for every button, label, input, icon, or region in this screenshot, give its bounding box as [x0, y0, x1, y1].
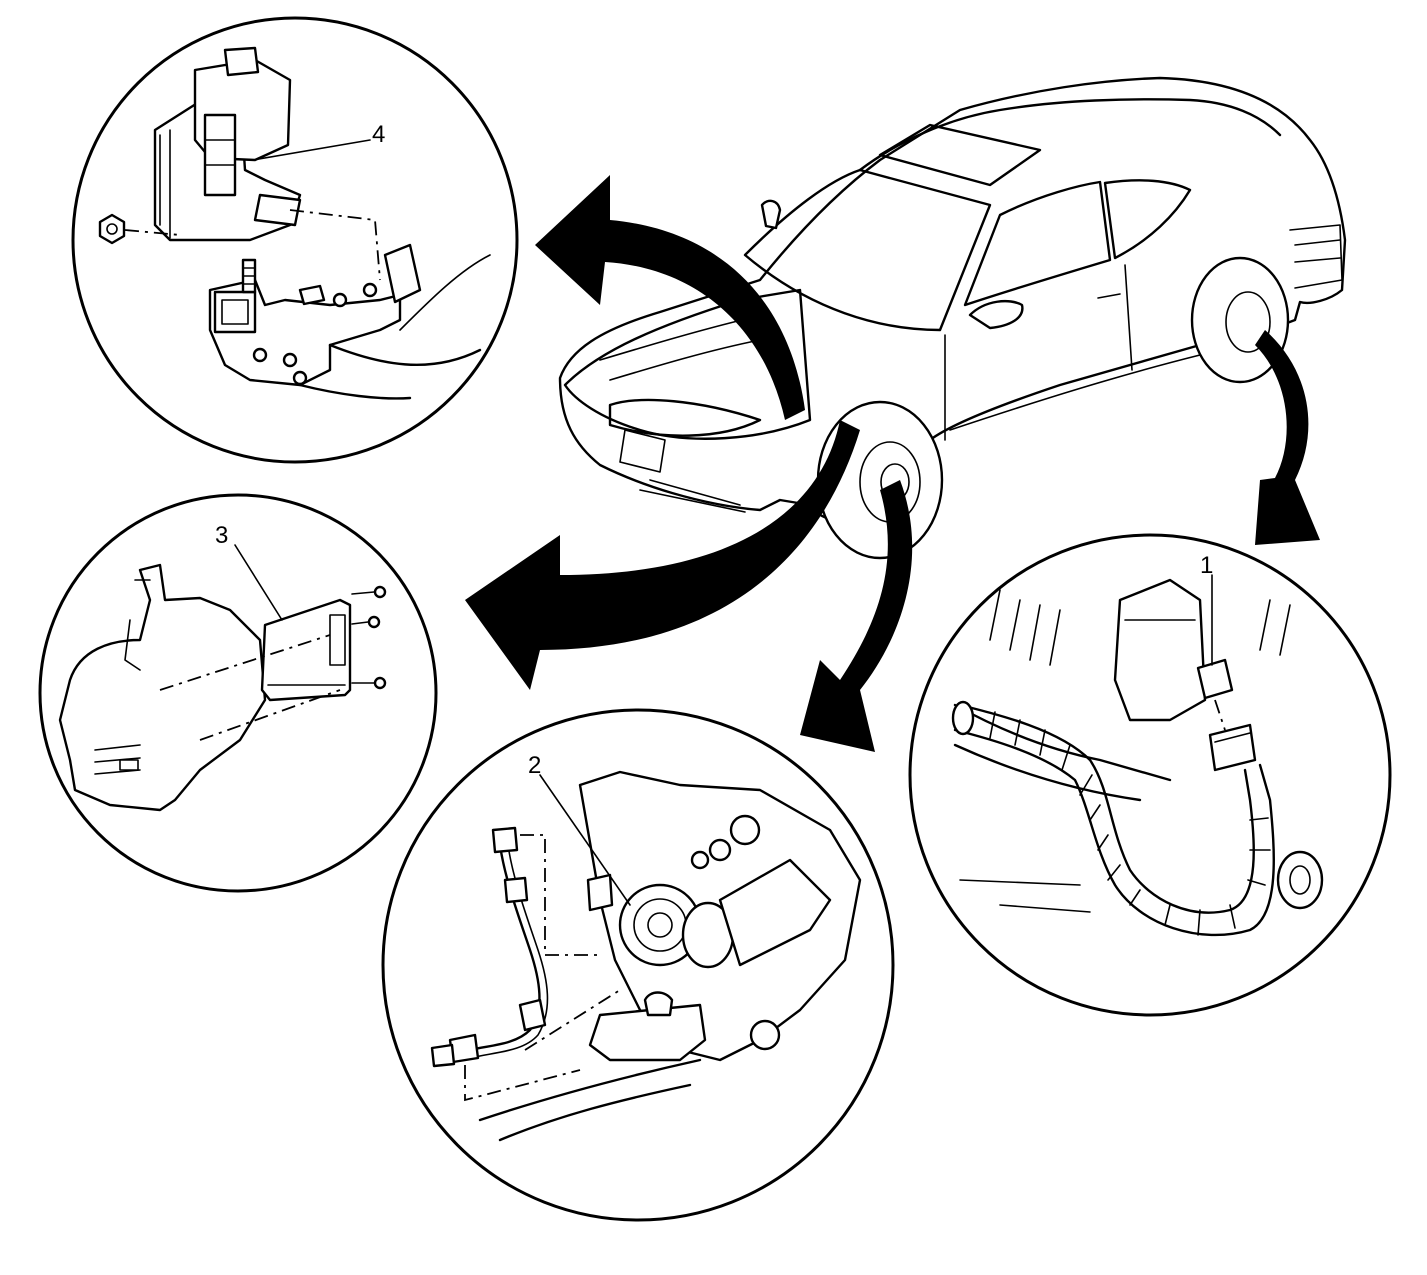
callout-arrows	[465, 175, 1320, 752]
detail-view-3	[38, 493, 438, 893]
detail-view-1	[908, 533, 1392, 1017]
callout-label-4: 4	[372, 121, 385, 148]
callout-label-3: 3	[215, 522, 228, 549]
arrow-to-view-3	[465, 420, 860, 690]
arrow-to-view-2	[800, 480, 913, 752]
leader-line-2	[539, 774, 631, 906]
arrow-to-view-4	[535, 175, 805, 420]
callout-label-1: 1	[1200, 552, 1213, 579]
leader-line-4	[252, 139, 371, 161]
leader-line-3	[234, 544, 283, 621]
vehicle-illustration	[558, 76, 1347, 560]
detail-view-2	[381, 708, 895, 1222]
detail-view-4	[71, 16, 519, 464]
arrow-to-view-1	[1255, 330, 1320, 545]
callout-label-2: 2	[528, 752, 541, 779]
